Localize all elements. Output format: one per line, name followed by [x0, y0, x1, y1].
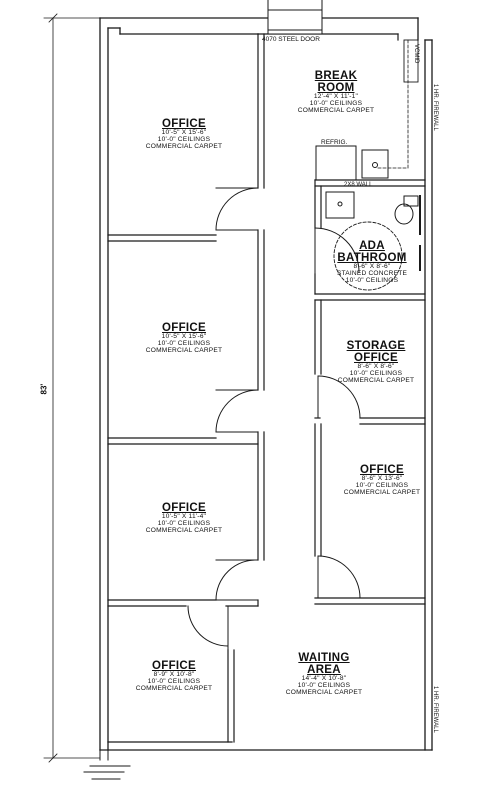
break-room-label: BREAK ROOM 12'-4" x 11'-1" 10'-0" CEILIN…: [286, 70, 386, 115]
turning-radius-circle: [333, 221, 403, 291]
office-3-label: OFFICE 10'-5" x 11'-4" 10'-0" CEILINGS C…: [124, 502, 244, 535]
office-4-label: OFFICE 8'-6" x 13'-6" 10'-0" CEILINGS CO…: [332, 464, 432, 497]
room-name: OFFICE: [162, 502, 206, 514]
room-name: OFFICE: [162, 118, 206, 130]
steel-door-label: 4070 STEEL DOOR: [262, 36, 320, 43]
office-1-label: OFFICE 10'-5" x 15'-6" 10'-0" CEILINGS C…: [134, 118, 234, 151]
door-swings: [187, 187, 361, 651]
room-name: OFFICE: [360, 464, 404, 476]
water-heater: [403, 39, 419, 83]
room-finish: COMMERCIAL CARPET: [297, 106, 375, 114]
overall-dimension-line: [43, 13, 101, 763]
interior-walls: [107, 33, 426, 743]
room-finish: 10'-0" CEILINGS: [345, 276, 399, 284]
room-size: 10'-5" x 15'-6": [161, 129, 207, 137]
office-5-label: OFFICE 8'-9" x 10'-8" 10'-0" CEILINGS CO…: [124, 660, 224, 693]
waiting-area-label: WAITING AREA 14'-4" x 10'-8" 10'-0" CEIL…: [272, 652, 376, 697]
room-ceilings: 10'-0" CEILINGS: [157, 135, 211, 143]
room-name-line2: BATHROOM: [337, 252, 407, 265]
wall-label: 2x8 WALL: [344, 182, 373, 188]
room-ceilings: 10'-0" CEILINGS: [355, 481, 409, 489]
room-size: 8'-6" x 13'-6": [361, 475, 403, 483]
room-name-line2: ROOM: [317, 82, 355, 95]
room-ceilings: 10'-0" CEILINGS: [147, 677, 201, 685]
room-name-line1: ADA: [359, 240, 385, 252]
firewall-label-bottom: 1 HR. FIREWALL: [432, 686, 438, 733]
firewall-label-top: 1 HR. FIREWALL: [432, 84, 438, 131]
room-ceilings: 10'-0" CEILINGS: [157, 519, 211, 527]
room-size: 8'-6" x 8'-6": [357, 363, 395, 371]
room-finish: COMMERCIAL CARPET: [337, 376, 415, 384]
exterior-walls: [99, 17, 433, 751]
room-finish: COMMERCIAL CARPET: [343, 488, 421, 496]
refrig-label: REFRIG.: [321, 139, 348, 146]
room-size: 10'-5" x 11'-4": [161, 513, 207, 521]
room-size: 10'-5" x 15'-6": [161, 333, 207, 341]
storage-office-label: STORAGE OFFICE 8'-6" x 8'-6" 10'-0" CEIL…: [326, 340, 426, 385]
room-finish: COMMERCIAL CARPET: [285, 688, 363, 696]
refrigerator: [315, 145, 357, 181]
room-finish: COMMERCIAL CARPET: [145, 526, 223, 534]
room-name: OFFICE: [162, 322, 206, 334]
room-size: 8'-6" x 8'-6": [353, 263, 391, 271]
office-2-label: OFFICE 10'-5" x 15'-6" 10'-0" CEILINGS C…: [134, 322, 234, 355]
room-size: 12'-4" x 11'-1": [313, 93, 359, 101]
room-name-line2: OFFICE: [354, 352, 398, 365]
room-name: OFFICE: [152, 660, 196, 672]
room-ceilings: 10'-0" CEILINGS: [349, 370, 403, 378]
room-name-line1: STORAGE: [346, 340, 406, 352]
vcmid-label: VCMID: [413, 44, 419, 64]
room-ceilings: 10'-0" CEILINGS: [309, 100, 363, 108]
room-finish: COMMERCIAL CARPET: [145, 142, 223, 150]
room-size: 14'-4" x 10'-8": [301, 675, 347, 683]
room-ceilings: 10'-0" CEILINGS: [297, 682, 351, 690]
room-ceilings: STAINED CONCRETE: [336, 270, 408, 278]
room-ceilings: 10'-0" CEILINGS: [157, 339, 211, 347]
steel-door-opening: [267, 0, 323, 35]
room-finish: COMMERCIAL CARPET: [135, 684, 213, 692]
room-name-line1: WAITING: [298, 652, 350, 664]
entry-steps: [83, 741, 131, 780]
overall-dimension-label: 83': [39, 383, 49, 395]
ada-bathroom-label: ADA BATHROOM 8'-6" x 8'-6" STAINED CONCR…: [322, 240, 422, 285]
toilet: [403, 195, 419, 207]
room-name-line1: BREAK: [314, 70, 358, 82]
room-finish: COMMERCIAL CARPET: [145, 346, 223, 354]
room-size: 8'-9" x 10'-8": [153, 671, 195, 679]
bathroom-sink: [325, 191, 355, 219]
room-name-line2: AREA: [307, 664, 341, 677]
break-room-sink: [361, 149, 389, 179]
